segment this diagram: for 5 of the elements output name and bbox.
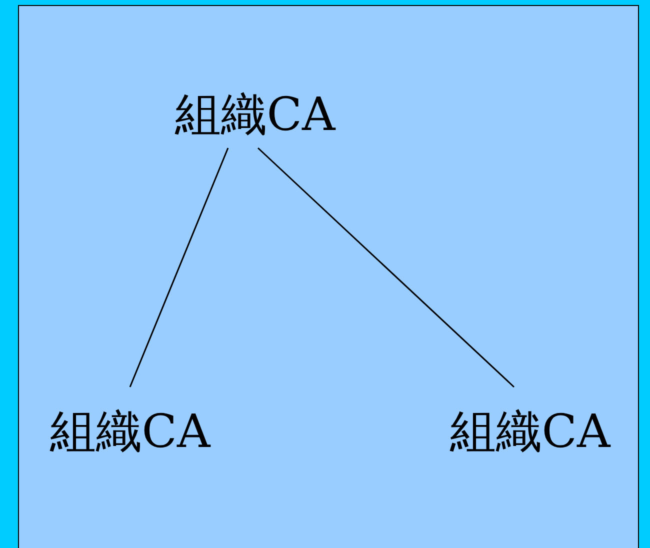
connector-line (257, 147, 515, 388)
node-label: 組織CA (50, 403, 210, 460)
node-label: 組織CA (450, 403, 610, 460)
connector-line (129, 148, 229, 388)
node-label: 組織CA (174, 86, 336, 143)
